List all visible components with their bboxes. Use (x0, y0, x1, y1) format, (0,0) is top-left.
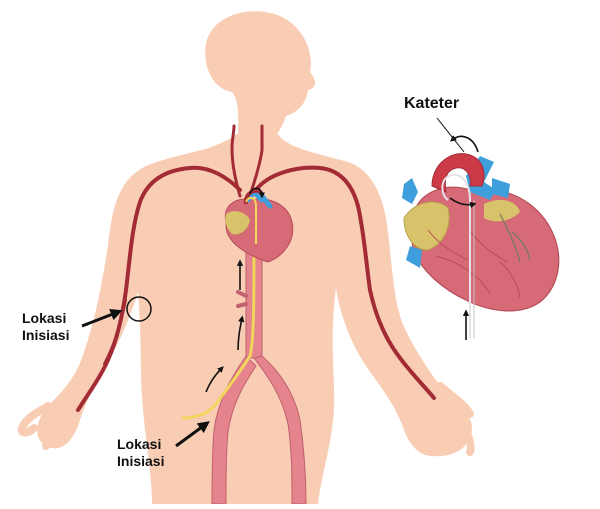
leg-site-label-line-1: Lokasi (117, 436, 162, 452)
detail-heart-fat-right (484, 199, 520, 222)
arm-site-arrow (81, 309, 123, 328)
head (205, 11, 316, 140)
left-forearm-branch (103, 299, 127, 365)
flow-arrows (205, 259, 245, 393)
arm-site-label-line-2: Inisiasi (22, 327, 70, 343)
body-heart (224, 187, 294, 263)
leg-initiation-site-label: Lokasi Inisiasi (117, 436, 164, 470)
arterial-tree (76, 124, 436, 412)
right-hand-fingers (436, 382, 475, 456)
carotid-left (230, 124, 242, 198)
detail-heart-aortic-arch (431, 153, 485, 193)
body-heart-catheter (245, 196, 257, 244)
subclavian-right-arm-artery (254, 165, 436, 400)
detail-heart (402, 117, 560, 340)
body-heart-arrow (249, 187, 265, 199)
detail-arrow-inside (449, 197, 477, 209)
subclavian-left-arm-artery (76, 165, 242, 412)
arm-initiation-site-label: Lokasi Inisiasi (22, 310, 69, 344)
leg-site-label-line-2: Inisiasi (117, 453, 165, 469)
initiation-markers (81, 296, 210, 448)
detail-heart-vein-bottom (406, 246, 422, 268)
arm-site-label-line-1: Lokasi (22, 310, 67, 326)
body-heart-fat (225, 211, 250, 235)
detail-heart-coronary (499, 213, 531, 263)
flow-arrow-2 (237, 315, 245, 351)
detail-heart-fat-left (403, 201, 450, 251)
detail-arrow-top (449, 135, 479, 153)
carotid-right (248, 124, 264, 198)
arm-site-circle (126, 296, 152, 322)
catheter-label: Kateter (404, 95, 460, 112)
aorta-branch-stub (236, 290, 248, 308)
detail-heart-vessels (427, 229, 521, 299)
detail-heart-vein-left (402, 178, 418, 204)
detail-heart-vein-right (492, 178, 510, 198)
left-hand-fingers (17, 402, 64, 450)
flow-arrow-1 (205, 366, 224, 393)
catheter-pointer-line (436, 117, 465, 153)
leg-site-arrow (175, 421, 210, 448)
detail-heart-catheter (441, 173, 471, 338)
